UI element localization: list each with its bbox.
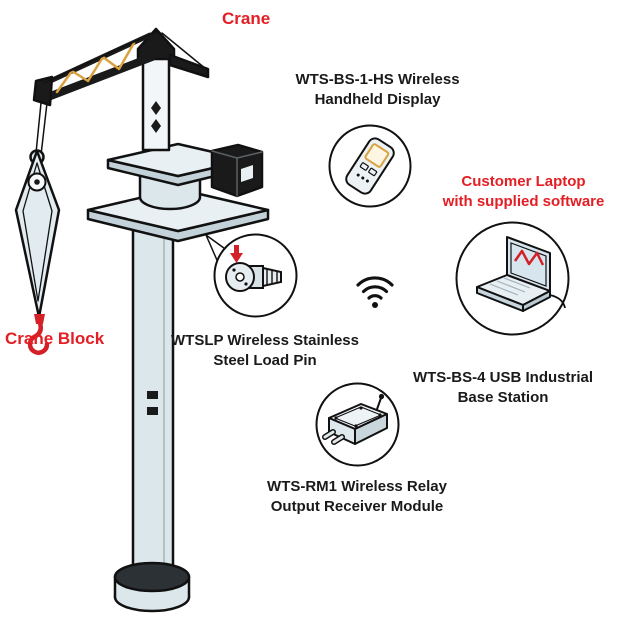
handheld-display-label: WTS-BS-1-HS Wireless Handheld Display [295,71,460,108]
crane-mast [136,27,176,152]
base-station-label: WTS-BS-4 USB Industrial Base Station [412,369,593,406]
wifi-icon [356,276,394,308]
callout-circle-laptop [455,221,570,336]
crane-control-box [210,143,264,198]
red-arrow-icon [230,245,243,263]
cable-gland-icon [322,429,345,445]
customer-laptop-label: Customer Laptop with supplied software [442,173,605,210]
callout-circle-handheld [328,124,412,208]
crane-jib [32,30,210,107]
crane-base [113,561,191,613]
load-pin-icon [225,245,282,292]
callout-circle-load-pin [213,233,298,318]
crane-column [131,203,175,581]
crane-label: Crane [222,9,271,28]
crane-block-label: Crane Block [5,329,105,348]
laptop-icon [476,236,566,312]
callout-circle-relay [315,382,400,467]
relay-module-label: WTS-RM1 Wireless Relay Output Receiver M… [267,478,447,515]
crane-block-icon [14,102,61,355]
handheld-display-icon [345,137,395,195]
load-pin-label: WTSLP Wireless Stainless Steel Load Pin [171,332,359,369]
crane-illustration [14,27,270,613]
hook-icon [27,314,50,355]
relay-module-icon [322,393,388,445]
